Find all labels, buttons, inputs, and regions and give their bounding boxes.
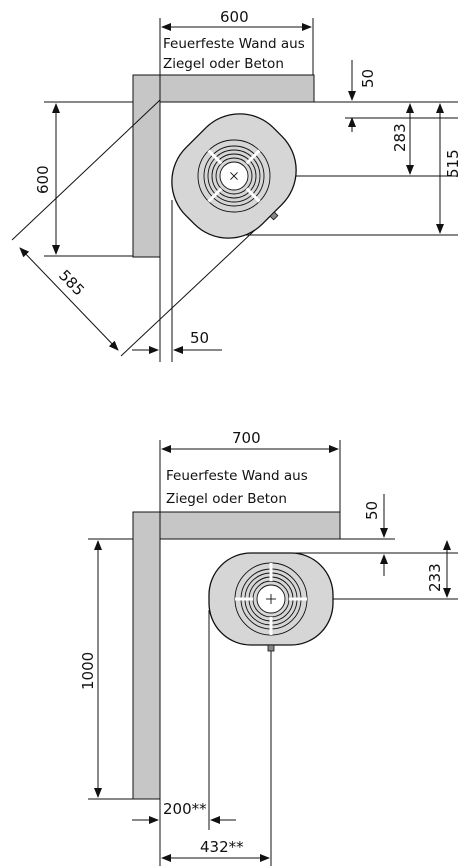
dim-left-height: [44, 101, 133, 257]
dim-top-width-label: 600: [220, 8, 249, 26]
wall-label-line1: Feuerfeste Wand aus: [163, 36, 305, 52]
dim-top-width-label: 700: [232, 429, 261, 447]
dim-gap-top-label: 50: [363, 501, 381, 520]
dim-gap-left-label: 50: [190, 329, 209, 347]
dim-center-from-wall-label: 432**: [200, 838, 244, 856]
dim-left-height: [88, 538, 133, 800]
stove-wall: [208, 552, 334, 652]
wall-top: [132, 511, 341, 540]
burner-icon: [234, 562, 308, 636]
dim-gap-top: [314, 60, 458, 132]
wall-label-line2: Ziegel oder Beton: [166, 491, 287, 507]
wall-top: [132, 74, 315, 103]
dim-top-width: [159, 440, 341, 512]
wall-label-line2: Ziegel oder Beton: [163, 56, 284, 72]
dim-diagonal-label: 585: [55, 266, 88, 299]
dim-gap-left-label: 200**: [163, 800, 207, 818]
dim-center-offset-label: 233: [426, 563, 444, 592]
wall-left: [132, 74, 161, 258]
dim-center-from-wall: [161, 650, 272, 866]
dim-top-width: [159, 18, 314, 75]
wall-left: [132, 511, 161, 800]
dim-center-offset-label: 283: [391, 123, 409, 152]
dim-depth-label: 515: [444, 149, 458, 178]
dim-depth: [232, 103, 458, 236]
diagram-corner: Feuerfeste Wand aus Ziegel oder Beton 60…: [11, 8, 458, 362]
dim-left-height-label: 600: [34, 165, 52, 194]
dim-diagonal: [11, 99, 273, 357]
wall-label-line1: Feuerfeste Wand aus: [166, 468, 308, 484]
dim-gap-top: [276, 494, 458, 576]
dim-gap-left: [132, 610, 236, 866]
burner-icon: [197, 139, 271, 213]
dim-left-height-label: 1000: [79, 652, 97, 690]
stove-corner: [171, 113, 297, 239]
diagram-wall: Feuerfeste Wand aus Ziegel oder Beton 70…: [79, 429, 458, 866]
dim-gap-top-label: 50: [359, 69, 377, 88]
dim-gap-left: [132, 200, 222, 362]
